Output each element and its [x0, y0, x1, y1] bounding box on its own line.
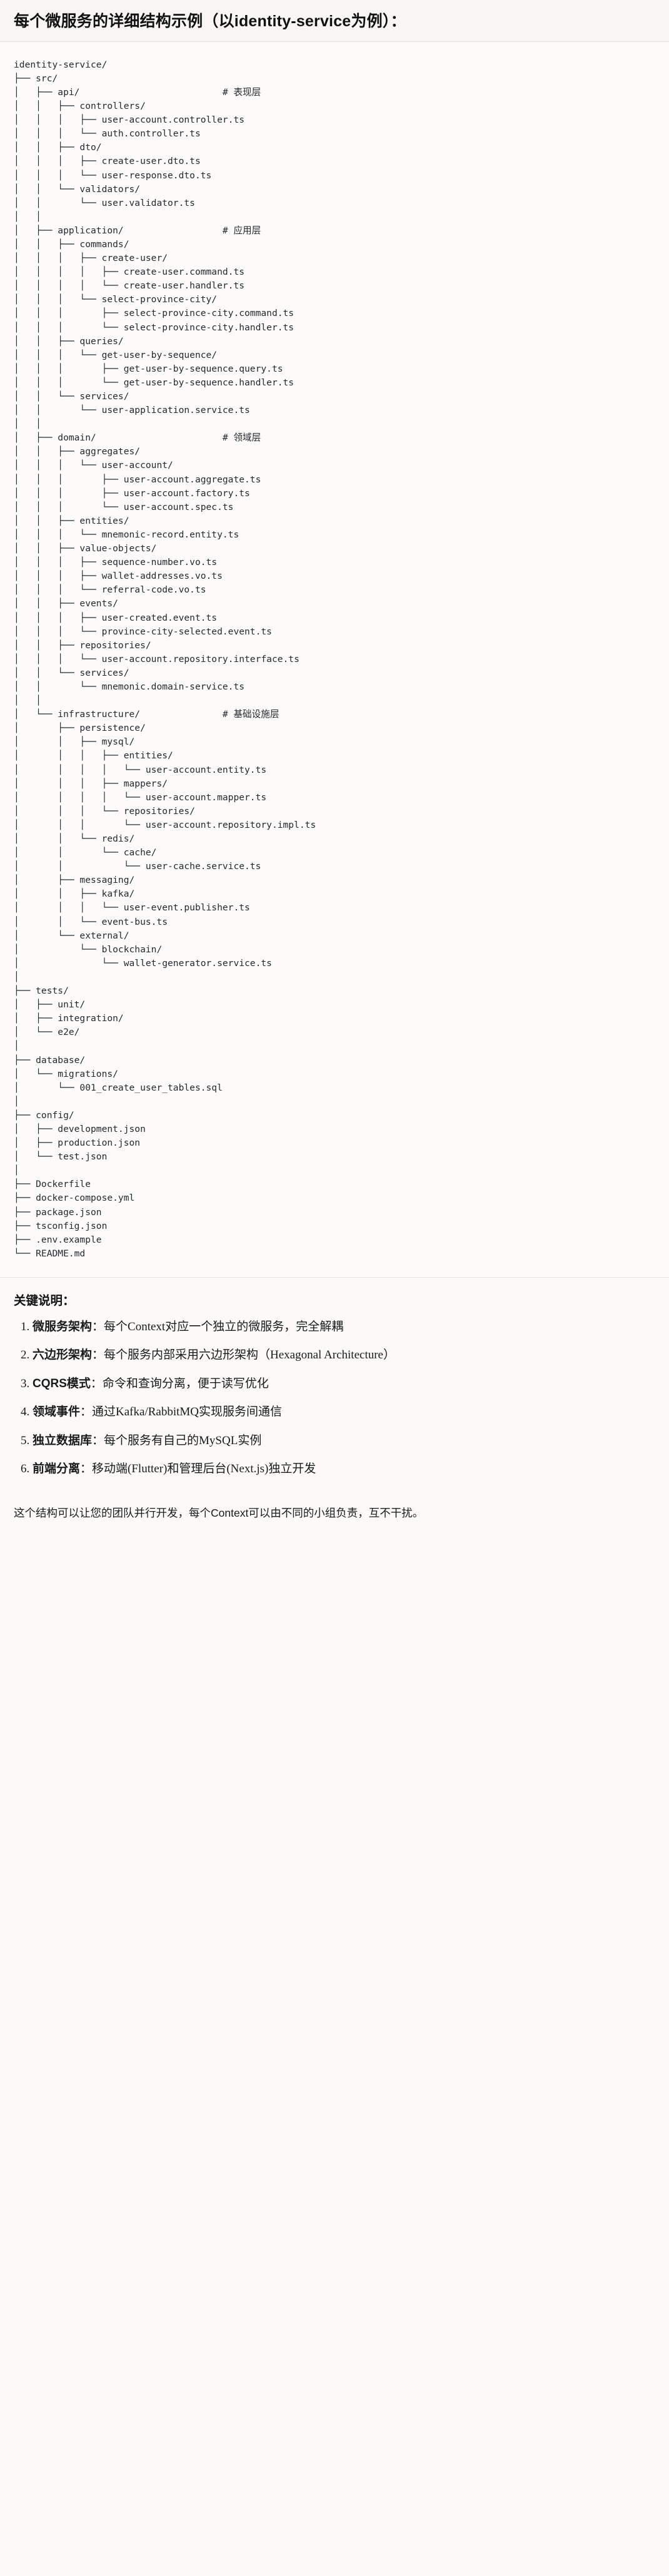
key-point-term: 前端分离: [33, 1462, 81, 1476]
key-point-term: 独立数据库: [33, 1433, 93, 1447]
key-point-term: CQRS模式: [33, 1377, 91, 1390]
key-point-term: 六边形架构: [33, 1348, 93, 1362]
key-point-description: 每个服务有自己的MySQL实例: [104, 1433, 262, 1447]
key-point-description: 通过Kafka/RabbitMQ实现服务间通信: [92, 1405, 283, 1419]
key-points-list: 微服务架构：每个Context对应一个独立的微服务，完全解耦六边形架构：每个服务…: [14, 1318, 655, 1479]
key-points-title: 关键说明：: [14, 1293, 75, 1308]
key-point-item: CQRS模式：命令和查询分离，便于读写优化: [33, 1375, 655, 1393]
directory-tree: identity-service/ ├── src/ │ ├── api/ # …: [14, 59, 316, 1259]
directory-tree-block: identity-service/ ├── src/ │ ├── api/ # …: [0, 41, 669, 1278]
document-page: 每个微服务的详细结构示例（以identity-service为例）： ident…: [0, 0, 669, 1538]
key-point-item: 微服务架构：每个Context对应一个独立的微服务，完全解耦: [33, 1318, 655, 1336]
key-point-separator: ：: [80, 1462, 93, 1476]
key-point-term: 领域事件: [33, 1405, 81, 1419]
key-point-item: 六边形架构：每个服务内部采用六边形架构（Hexagonal Architectu…: [33, 1347, 655, 1365]
key-point-description: 移动端(Flutter)和管理后台(Next.js)独立开发: [92, 1462, 316, 1476]
key-points-section: 关键说明： 微服务架构：每个Context对应一个独立的微服务，完全解耦六边形架…: [0, 1278, 669, 1495]
key-point-description: 每个Context对应一个独立的微服务，完全解耦: [104, 1320, 344, 1333]
key-point-term: 微服务架构: [33, 1320, 93, 1333]
key-point-separator: ：: [92, 1320, 104, 1333]
key-point-description: 命令和查询分离，便于读写优化: [102, 1377, 269, 1390]
key-point-description: 每个服务内部采用六边形架构（Hexagonal Architecture）: [104, 1348, 395, 1362]
key-point-separator: ：: [92, 1433, 104, 1447]
key-point-separator: ：: [92, 1348, 104, 1362]
closing-paragraph: 这个结构可以让您的团队并行开发，每个Context可以由不同的小组负责，互不干扰…: [14, 1506, 424, 1519]
key-point-separator: ：: [90, 1377, 103, 1390]
key-point-item: 独立数据库：每个服务有自己的MySQL实例: [33, 1432, 655, 1450]
key-point-item: 前端分离：移动端(Flutter)和管理后台(Next.js)独立开发: [33, 1460, 655, 1479]
key-point-item: 领域事件：通过Kafka/RabbitMQ实现服务间通信: [33, 1403, 655, 1422]
key-point-separator: ：: [80, 1405, 93, 1419]
page-title: 每个微服务的详细结构示例（以identity-service为例）：: [0, 0, 669, 42]
